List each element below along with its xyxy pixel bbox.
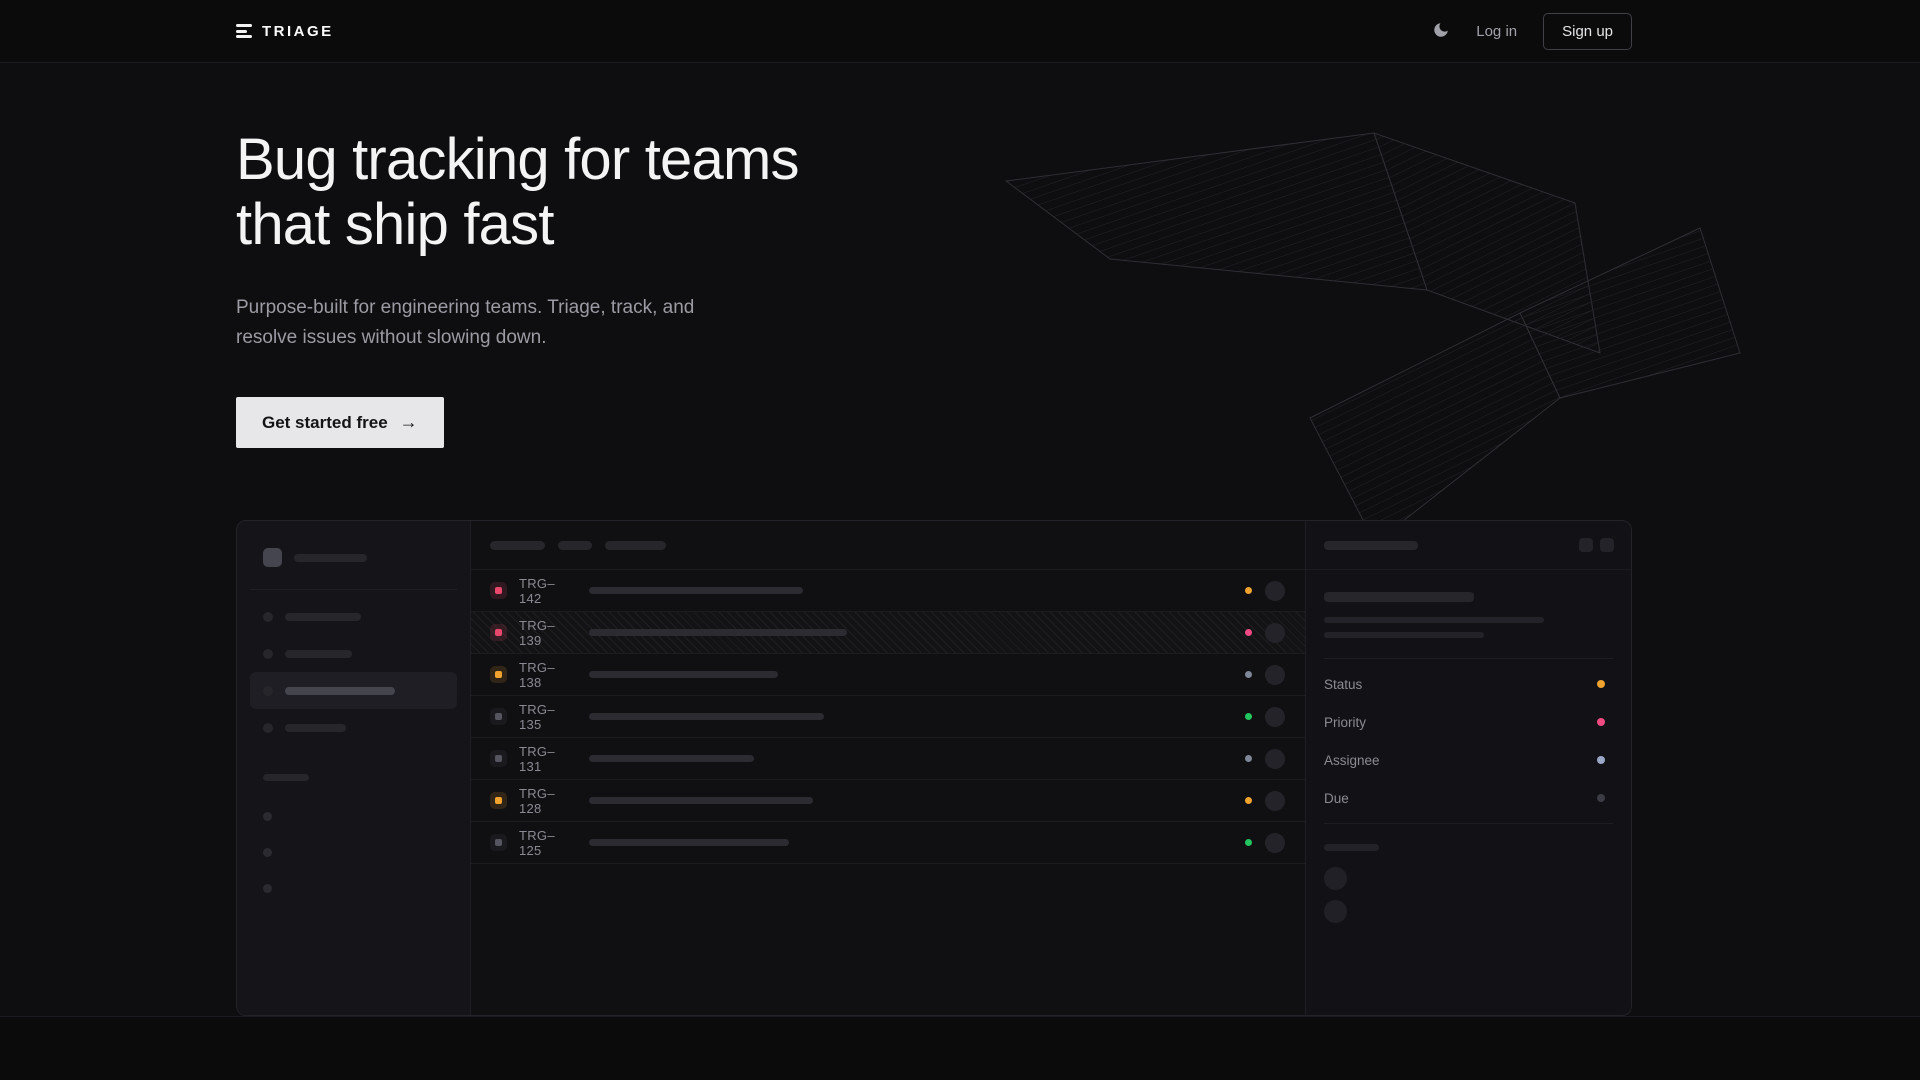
activity-avatars [1324, 867, 1613, 923]
issue-avatar [1265, 664, 1285, 685]
issue-title-skeleton [589, 755, 754, 762]
filter-pill-skeleton [490, 540, 545, 550]
issue-avatar [1265, 622, 1285, 643]
property-value-dot [1597, 794, 1605, 802]
activity-label-skeleton [1324, 844, 1379, 851]
sidebar-section-skeleton [263, 774, 309, 781]
issue-id: TRG–138 [519, 659, 555, 690]
detail-title-skeleton [1324, 540, 1418, 550]
filter-pill-skeleton [605, 540, 666, 550]
issue-title-skeleton [589, 629, 847, 636]
issue-row: TRG–142 [471, 570, 1305, 612]
issue-description-skeleton [1324, 617, 1544, 623]
sidebar-item-skeleton-active [250, 672, 457, 709]
property-value-dot [1597, 718, 1605, 726]
mockup-sidebar [237, 521, 471, 1015]
triage-logo-icon [236, 24, 252, 38]
issue-status-dot [1245, 755, 1252, 762]
sidebar-item-skeleton [250, 709, 457, 746]
divider [250, 589, 457, 590]
issue-status-dot [1245, 839, 1252, 846]
issue-status-dot [1245, 587, 1252, 594]
moon-icon [1432, 21, 1450, 42]
issue-title-skeleton [589, 587, 803, 594]
filter-pill-skeleton [558, 540, 592, 550]
issue-id: TRG–125 [519, 827, 555, 858]
issue-id: TRG–128 [519, 785, 555, 816]
property-label: Assignee [1324, 752, 1380, 768]
issue-avatar [1265, 706, 1285, 727]
issue-status-dot [1245, 797, 1252, 804]
theme-toggle-button[interactable] [1432, 21, 1450, 42]
issue-avatar [1265, 748, 1285, 769]
detail-property-row: Status [1324, 665, 1613, 703]
issue-type-icon [490, 792, 507, 809]
workspace-icon [263, 548, 282, 567]
app-logo[interactable]: TRIAGE [236, 23, 334, 40]
property-label: Status [1324, 676, 1363, 692]
issue-avatar [1265, 832, 1285, 853]
issue-type-icon [490, 582, 507, 599]
detail-property-row: Priority [1324, 703, 1613, 741]
login-link[interactable]: Log in [1476, 22, 1518, 40]
issue-title-skeleton [589, 713, 824, 720]
issue-status-dot [1245, 629, 1252, 636]
arrow-right-icon: → [399, 412, 418, 432]
sidebar-item-skeleton [250, 598, 457, 635]
issue-title-skeleton [589, 797, 813, 804]
issue-description-skeleton [1324, 632, 1484, 638]
issue-id: TRG–139 [519, 617, 555, 648]
logo-text: TRIAGE [262, 22, 334, 40]
issue-id: TRG–142 [519, 575, 555, 606]
issue-row: TRG–128 [471, 780, 1305, 822]
issue-status-dot [1245, 713, 1252, 720]
top-nav: TRIAGE Log in Sign up [0, 0, 1920, 63]
get-started-button[interactable]: Get started free → [236, 397, 444, 448]
hero-subtitle: Purpose-built for engineering teams. Tri… [236, 297, 695, 348]
issue-list-toolbar [471, 521, 1305, 570]
panel-action-icon [1579, 538, 1593, 552]
footer [0, 1016, 1920, 1080]
issue-type-icon [490, 834, 507, 851]
issue-avatar [1265, 580, 1285, 601]
property-label: Priority [1324, 714, 1367, 730]
issue-row: TRG–138 [471, 654, 1305, 696]
detail-property-row: Assignee [1324, 741, 1613, 779]
property-label: Due [1324, 790, 1349, 806]
issue-type-icon [490, 666, 507, 683]
issue-type-icon [490, 750, 507, 767]
workspace-name-skeleton [294, 553, 367, 562]
signup-button[interactable]: Sign up [1543, 12, 1632, 50]
sidebar-item-skeleton [250, 635, 457, 672]
issue-title-skeleton [589, 671, 778, 678]
issue-type-icon [490, 624, 507, 641]
panel-action-icon [1600, 538, 1614, 552]
detail-property-row: Due [1324, 779, 1613, 817]
issue-title-skeleton [589, 839, 789, 846]
issue-status-dot [1245, 671, 1252, 678]
sidebar-footer-dots [263, 812, 444, 893]
issue-id: TRG–131 [519, 743, 555, 774]
property-value-dot [1597, 756, 1605, 764]
detail-header-actions [1579, 538, 1614, 552]
property-value-dot [1597, 680, 1605, 688]
issue-avatar [1265, 790, 1285, 811]
issue-row: TRG–131 [471, 738, 1305, 780]
issue-row: TRG–125 [471, 822, 1305, 864]
issue-row: TRG–139 [471, 612, 1305, 654]
issue-title-skeleton [1324, 592, 1474, 602]
issue-type-icon [490, 708, 507, 725]
issue-id: TRG–135 [519, 701, 555, 732]
detail-panel-header [1306, 521, 1631, 570]
issue-row: TRG–135 [471, 696, 1305, 738]
